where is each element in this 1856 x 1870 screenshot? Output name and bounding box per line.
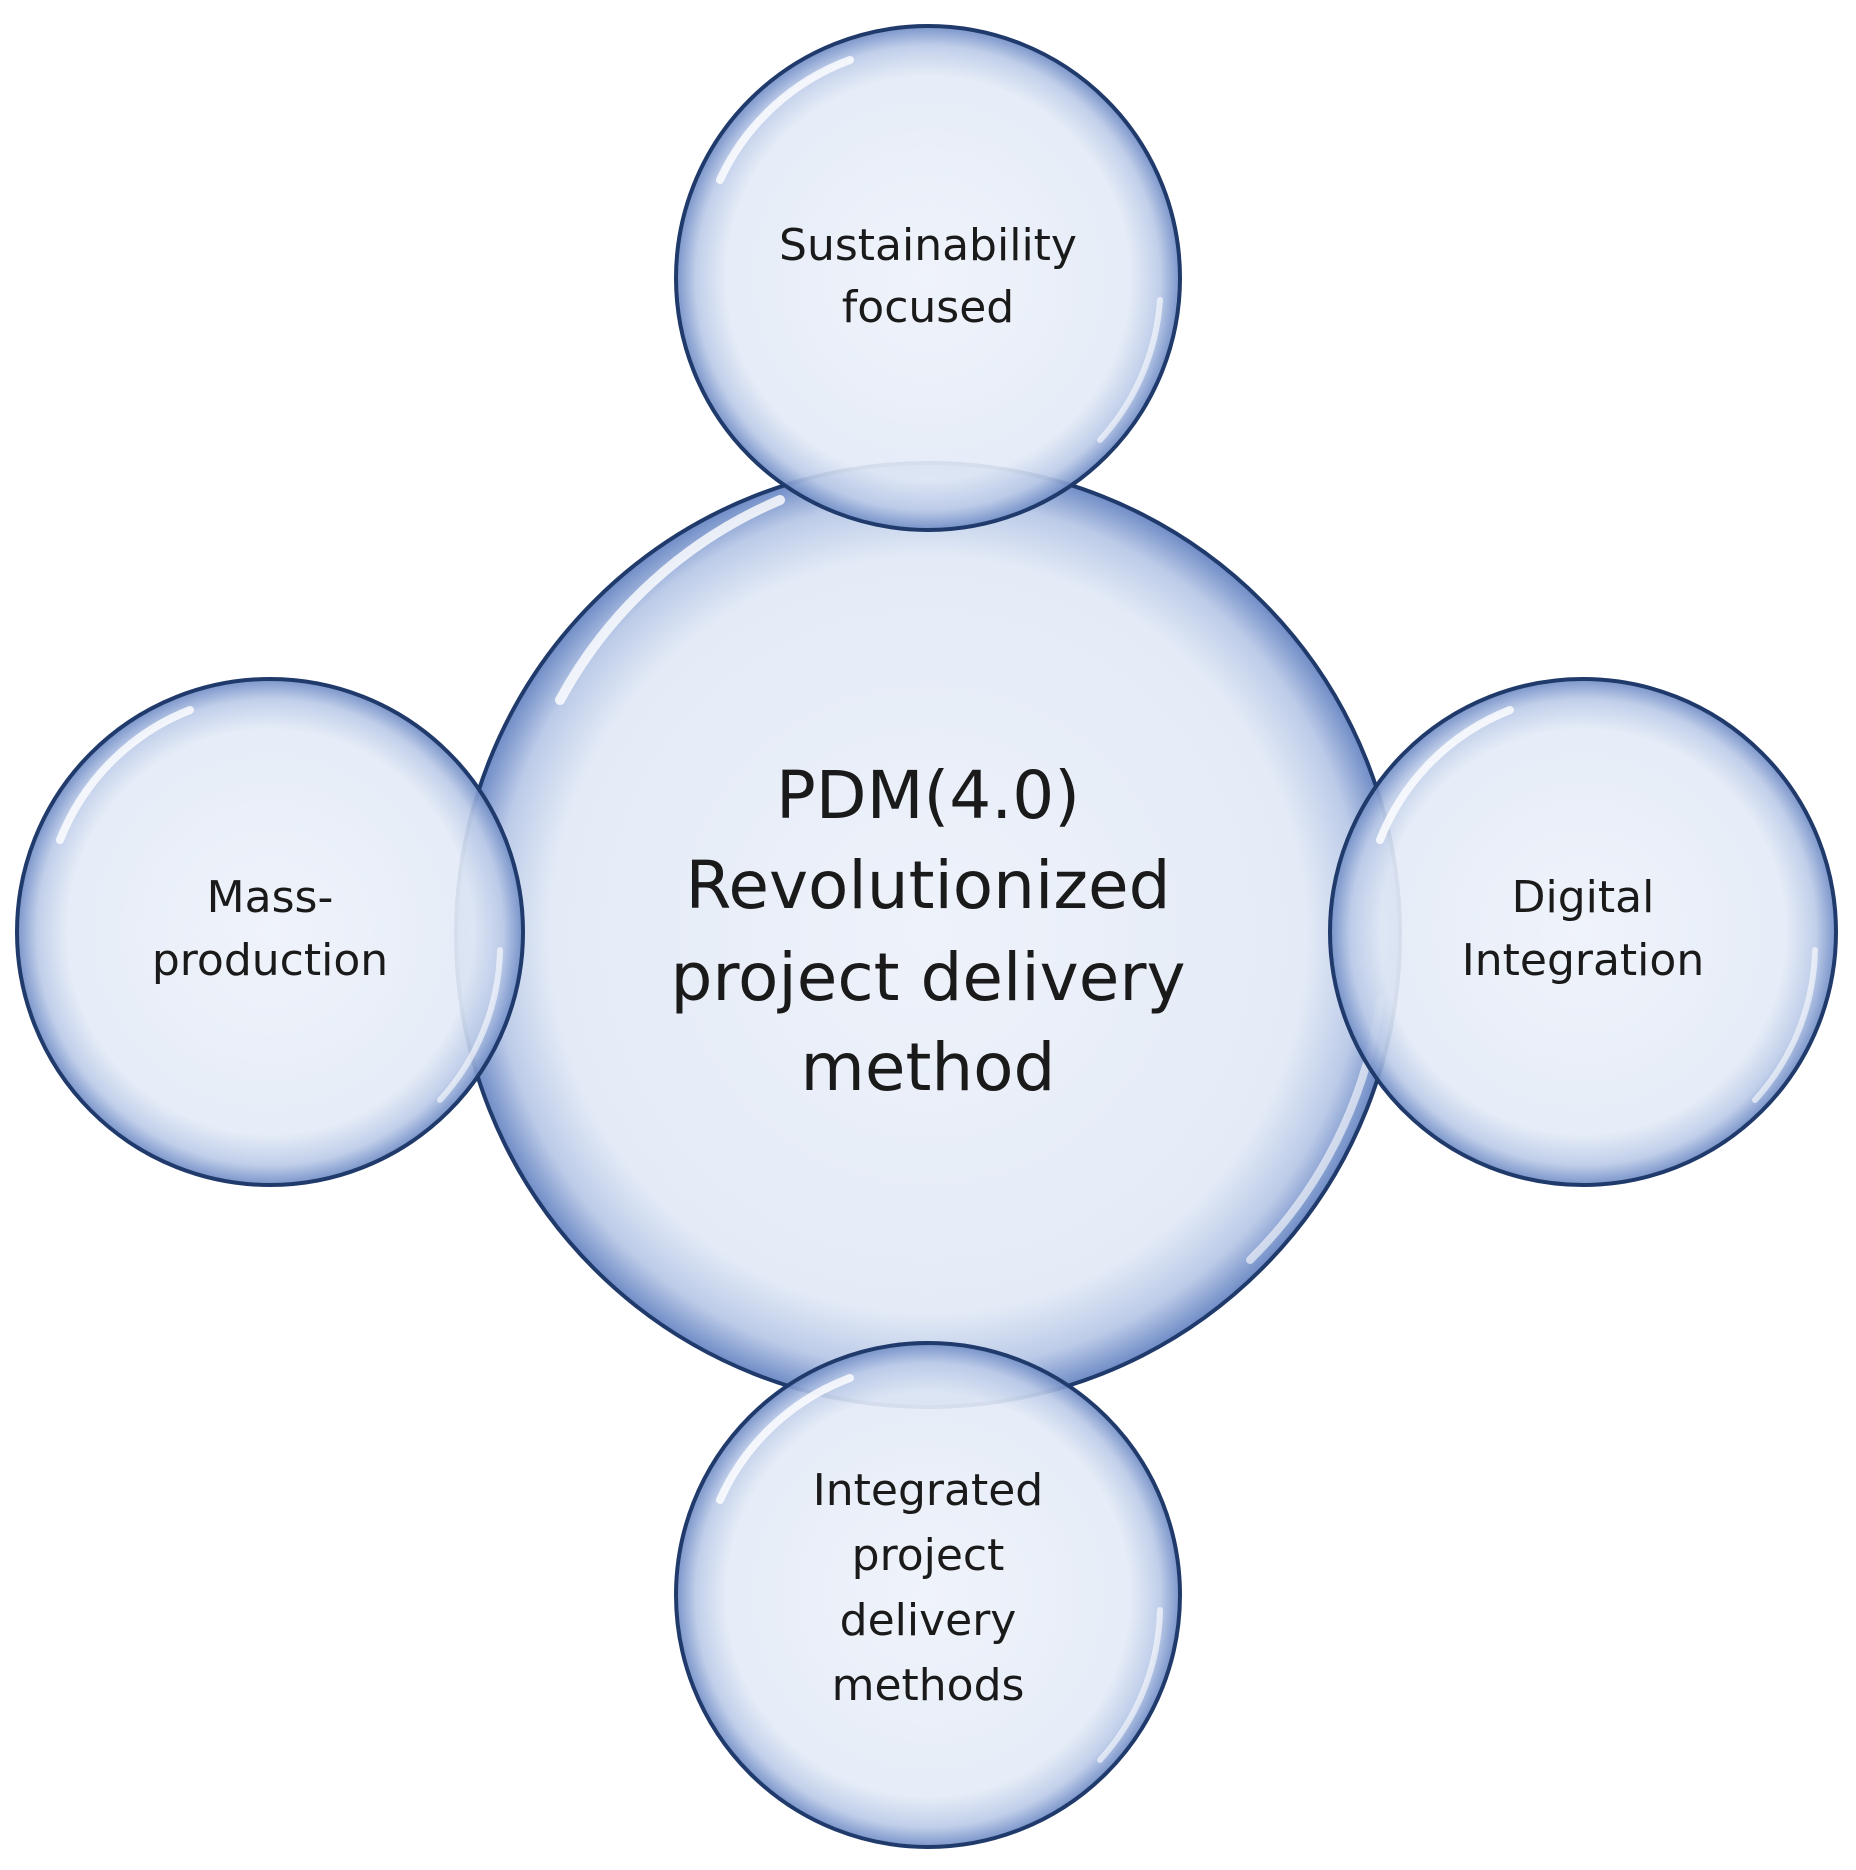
- center-label: PDM(4.0) Revolutionized project delivery…: [670, 757, 1185, 1106]
- center-label-line-3: project delivery: [670, 939, 1185, 1016]
- right-label-line-1: Digital: [1512, 872, 1655, 923]
- center-circle: [454, 461, 1402, 1409]
- bottom-label: Integrated project delivery methods: [813, 1465, 1043, 1711]
- top-circle: [674, 24, 1182, 532]
- center-label-line-1: PDM(4.0): [776, 757, 1080, 834]
- bottom-label-line-4: methods: [832, 1660, 1025, 1711]
- bottom-circle: [674, 1341, 1182, 1849]
- center-label-line-2: Revolutionized: [685, 847, 1170, 924]
- right-label: Digital Integration: [1462, 872, 1704, 986]
- top-label-line-1: Sustainability: [779, 220, 1077, 271]
- left-label-line-2: production: [152, 935, 388, 986]
- center-label-line-4: method: [801, 1029, 1056, 1106]
- right-circle: [1328, 677, 1838, 1187]
- right-label-line-2: Integration: [1462, 935, 1704, 986]
- top-label-line-2: focused: [842, 282, 1014, 333]
- left-circle: [15, 677, 525, 1187]
- bottom-label-line-2: project: [852, 1530, 1005, 1581]
- left-label-line-1: Mass-: [207, 872, 334, 923]
- top-label: Sustainability focused: [779, 220, 1077, 333]
- bottom-label-line-3: delivery: [840, 1595, 1017, 1646]
- bottom-label-line-1: Integrated: [813, 1465, 1043, 1516]
- left-label: Mass- production: [152, 872, 388, 986]
